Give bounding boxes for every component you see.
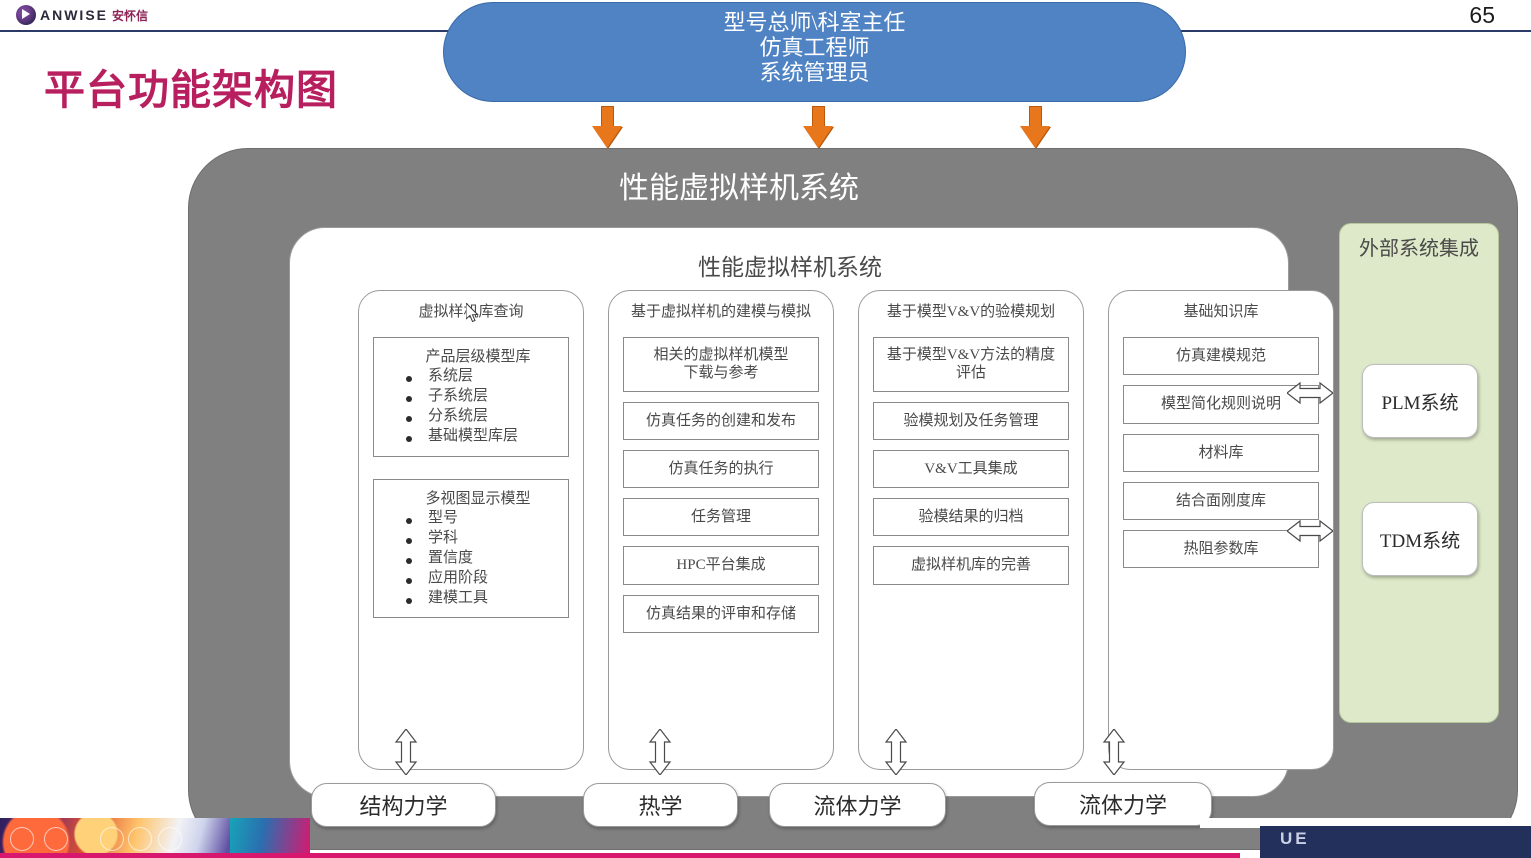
list-box[interactable]: 多视图显示模型 型号 学科 置信度 应用阶段 建模工具 xyxy=(373,478,569,619)
list-item[interactable]: 基础模型库层 xyxy=(406,427,562,447)
next-icon[interactable] xyxy=(44,827,68,851)
more-options-icon[interactable] xyxy=(158,827,182,851)
column-body: 基于模型V&V方法的精度评估 验模规划及任务管理 V&V工具集成 验模结果的归档… xyxy=(873,337,1069,595)
page-title: 平台功能架构图 xyxy=(44,67,338,113)
list-item[interactable]: 系统层 xyxy=(406,367,562,387)
taskbar[interactable] xyxy=(0,818,1531,858)
anwise-logo: ANWISE 安怀信 xyxy=(16,5,148,25)
list-items: 系统层 子系统层 分系统层 基础模型库层 xyxy=(380,367,562,447)
feature-cell[interactable]: 热阻参数库 xyxy=(1123,530,1319,569)
module-column-modeling-simulation[interactable]: 基于虚拟样机的建模与模拟 相关的虚拟样机模型下载与参考 仿真任务的创建和发布 仿… xyxy=(608,290,834,770)
orange-down-arrow-icon xyxy=(803,106,833,148)
double-headed-horizontal-arrow-icon xyxy=(1287,518,1333,544)
feature-cell[interactable]: 仿真任务的创建和发布 xyxy=(623,401,819,440)
brand-name: ANWISE xyxy=(40,7,108,23)
list-box-title: 产品层级模型库 xyxy=(425,349,531,365)
arrow-head xyxy=(1020,126,1050,148)
feature-cell[interactable]: 材料库 xyxy=(1123,433,1319,472)
platform-inner-panel: 性能虚拟样机系统 虚拟样机库查询 产品层级模型库 系统层 子系统层 分系统层 基… xyxy=(289,227,1334,797)
list-box[interactable]: 产品层级模型库 系统层 子系统层 分系统层 基础模型库层 xyxy=(373,337,569,457)
arrow-stem xyxy=(601,106,614,128)
feature-cell[interactable]: 仿真任务的执行 xyxy=(623,449,819,489)
module-column-virtual-prototype-query[interactable]: 虚拟样机库查询 产品层级模型库 系统层 子系统层 分系统层 基础模型库层 多视图… xyxy=(358,290,584,770)
role-line-2: 仿真工程师 xyxy=(759,34,870,60)
double-headed-vertical-arrow-icon xyxy=(647,729,673,775)
feature-cell[interactable]: 相关的虚拟样机模型下载与参考 xyxy=(623,337,819,392)
list-box-title: 多视图显示模型 xyxy=(425,490,531,507)
feature-cell[interactable]: 验模结果的归档 xyxy=(873,498,1069,537)
external-system-tdm[interactable]: TDM系统 xyxy=(1362,502,1478,576)
taskbar-artwork-right xyxy=(230,818,310,858)
list-item[interactable]: 应用阶段 xyxy=(406,569,562,589)
column-title: 基于虚拟样机的建模与模拟 xyxy=(630,304,811,320)
mouse-cursor-icon xyxy=(465,301,482,325)
presentation-icon[interactable] xyxy=(100,827,124,851)
anwise-logo-mark-icon xyxy=(16,5,36,25)
feature-cell[interactable]: 虚拟样机库的完善 xyxy=(873,546,1069,585)
brand-name-cn: 安怀信 xyxy=(112,8,149,23)
page-number: 65 xyxy=(1469,2,1495,28)
role-line-1: 型号总师\科室主任 xyxy=(723,10,906,35)
feature-cell[interactable]: 验模规划及任务管理 xyxy=(873,401,1069,440)
module-column-vv-planning[interactable]: 基于模型V&V的验模规划 基于模型V&V方法的精度评估 验模规划及任务管理 V&… xyxy=(858,290,1084,770)
double-headed-vertical-arrow-icon xyxy=(883,729,909,775)
feature-cell[interactable]: 任务管理 xyxy=(623,498,819,537)
double-headed-horizontal-arrow-icon xyxy=(1287,380,1333,406)
list-item[interactable]: 子系统层 xyxy=(406,387,562,407)
external-system-plm[interactable]: PLM系统 xyxy=(1362,364,1478,438)
column-title: 基础知识库 xyxy=(1183,304,1259,320)
feature-cell[interactable]: 结合面刚度库 xyxy=(1123,481,1319,521)
external-systems-title: 外部系统集成 xyxy=(1359,238,1479,260)
feature-cell[interactable]: V&V工具集成 xyxy=(873,449,1069,489)
arrow-stem xyxy=(812,106,825,128)
footer-navy-strip: UE xyxy=(1260,826,1531,858)
column-body: 仿真建模规范 模型简化规则说明 材料库 结合面刚度库 热阻参数库 xyxy=(1123,337,1319,578)
feature-cell[interactable]: 仿真建模规范 xyxy=(1123,337,1319,376)
column-title: 基于模型V&V的验模规划 xyxy=(886,304,1056,320)
column-body: 产品层级模型库 系统层 子系统层 分系统层 基础模型库层 多视图显示模型 型号 … xyxy=(373,337,569,640)
feature-cell[interactable]: 仿真结果的评审和存储 xyxy=(623,594,819,634)
orange-down-arrow-icon xyxy=(592,106,622,148)
module-column-knowledge-base[interactable]: 基础知识库 仿真建模规范 模型简化规则说明 材料库 结合面刚度库 热阻参数库 xyxy=(1108,290,1334,770)
feature-cell[interactable]: 模型简化规则说明 xyxy=(1123,385,1319,424)
platform-inner-title: 性能虚拟样机系统 xyxy=(698,255,882,280)
external-systems-panel: 外部系统集成 PLM系统 TDM系统 xyxy=(1339,223,1499,723)
list-item[interactable]: 型号 xyxy=(406,509,562,529)
double-headed-vertical-arrow-icon xyxy=(1101,729,1127,775)
arrow-stem xyxy=(1029,106,1042,128)
discipline-thermal[interactable]: 热学 xyxy=(583,783,738,827)
roles-banner: 型号总师\科室主任 仿真工程师 系统管理员 xyxy=(443,2,1186,102)
discipline-fluid-mechanics-1[interactable]: 流体力学 xyxy=(769,783,946,827)
column-body: 相关的虚拟样机模型下载与参考 仿真任务的创建和发布 仿真任务的执行 任务管理 H… xyxy=(623,337,819,643)
list-item[interactable]: 学科 xyxy=(406,529,562,549)
platform-title: 性能虚拟样机系统 xyxy=(619,172,859,205)
list-item[interactable]: 分系统层 xyxy=(406,407,562,427)
footer-white-strip xyxy=(1200,818,1531,828)
list-items: 型号 学科 置信度 应用阶段 建模工具 xyxy=(380,509,562,609)
previous-icon[interactable] xyxy=(10,827,34,851)
discipline-fluid-mechanics-2[interactable]: 流体力学 xyxy=(1034,782,1212,826)
arrow-head xyxy=(592,126,622,148)
zoom-icon[interactable] xyxy=(128,827,152,851)
role-line-3: 系统管理员 xyxy=(759,59,870,85)
orange-down-arrow-icon xyxy=(1020,106,1050,148)
arrow-head xyxy=(803,126,833,148)
feature-cell[interactable]: 基于模型V&V方法的精度评估 xyxy=(873,337,1069,392)
list-item[interactable]: 建模工具 xyxy=(406,589,562,609)
footer-accent-strip xyxy=(0,853,1240,858)
list-item[interactable]: 置信度 xyxy=(406,549,562,569)
footer-watermark: UE xyxy=(1280,829,1310,848)
feature-cell[interactable]: HPC平台集成 xyxy=(623,546,819,585)
discipline-structural-mechanics[interactable]: 结构力学 xyxy=(311,783,496,827)
platform-container: 性能虚拟样机系统 性能虚拟样机系统 虚拟样机库查询 产品层级模型库 系统层 子系… xyxy=(188,148,1518,850)
double-headed-vertical-arrow-icon xyxy=(393,729,419,775)
